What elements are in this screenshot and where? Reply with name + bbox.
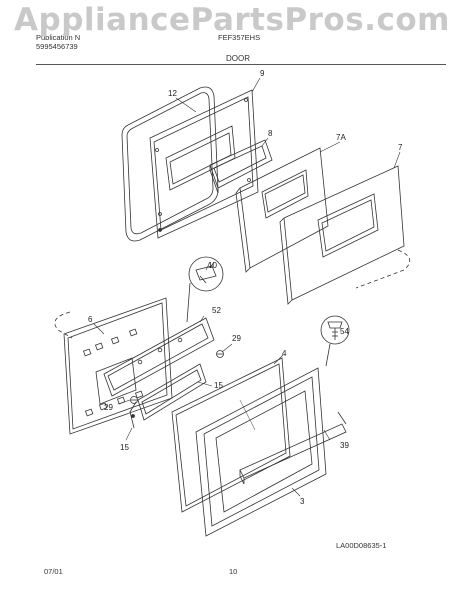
callout-15-upper: 15 — [214, 381, 223, 390]
door-gasket-part — [121, 86, 219, 242]
callout-29-lower: 29 — [104, 403, 113, 412]
callout-9: 9 — [260, 69, 265, 78]
callout-3: 3 — [300, 497, 305, 506]
callout-15-lower: 15 — [120, 443, 129, 452]
callout-6: 6 — [88, 315, 93, 324]
watermark-logo: AppliancePartsPros.com — [14, 2, 450, 38]
window-pack-part — [209, 139, 273, 194]
document-id: LA00D08635-1 — [336, 541, 387, 550]
glass-retainer-part — [129, 363, 207, 429]
callout-7a: 7A — [336, 133, 346, 142]
publication-label: Publication N — [36, 33, 81, 42]
callout-4: 4 — [282, 349, 287, 358]
screw-29-upper-part — [216, 350, 224, 358]
inner-door-liner-part — [149, 89, 259, 239]
door-frame-part — [195, 367, 327, 537]
callout-8: 8 — [268, 129, 273, 138]
inner-door-panel-part — [63, 297, 173, 435]
callout-12: 12 — [168, 89, 177, 98]
callout-39: 39 — [340, 441, 349, 450]
callout-54: 54 — [340, 327, 349, 336]
outer-door-panel-7a-part — [235, 147, 329, 273]
handle-screw-part — [320, 315, 350, 367]
hinge-clip-part — [186, 256, 224, 323]
model-number: FEF357EHS — [218, 33, 261, 42]
page-number: 10 — [229, 567, 238, 576]
reference-line-6 — [54, 311, 73, 339]
callout-52: 52 — [212, 306, 221, 315]
callout-10: 10 — [208, 261, 217, 270]
section-title: DOOR — [226, 54, 250, 63]
outer-door-panel-7-part — [279, 165, 405, 305]
reference-line-7 — [355, 249, 411, 289]
callout-29-upper: 29 — [232, 334, 241, 343]
screw-29-lower-part — [130, 396, 138, 404]
publication-number: 5995456739 — [36, 42, 78, 51]
footer-date: 07/01 — [44, 567, 63, 576]
leader-lines — [93, 77, 401, 497]
header-rule — [36, 64, 446, 65]
callout-7: 7 — [398, 143, 403, 152]
heat-shield-part — [103, 317, 215, 397]
door-handle-part — [239, 411, 347, 485]
door-glass-part — [171, 357, 291, 513]
